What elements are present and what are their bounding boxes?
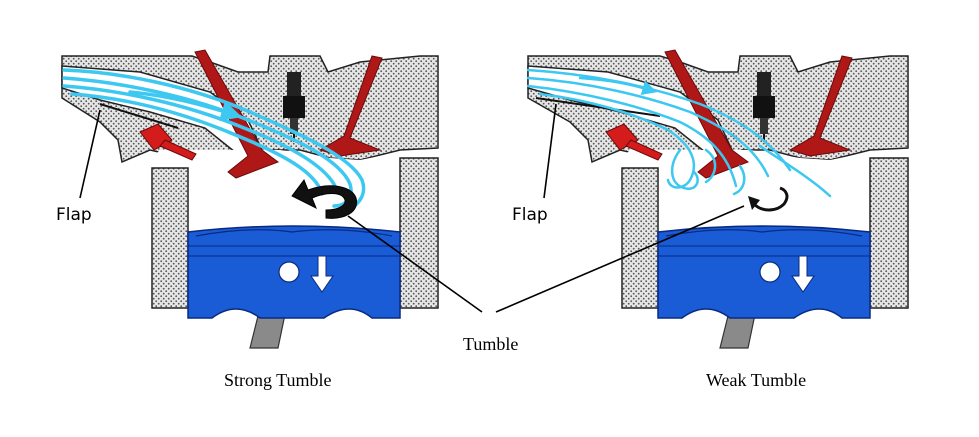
flap-right-leader: [543, 103, 557, 199]
down-arrow-icon: [310, 255, 334, 293]
tumble-leader-left: [347, 215, 483, 313]
caption-weak-tumble: Weak Tumble: [706, 370, 806, 390]
caption-strong-tumble: Strong Tumble: [224, 370, 332, 390]
spark-plug: [753, 72, 775, 142]
injector: [605, 123, 663, 161]
flap-label-right: Flap: [512, 205, 548, 225]
tumble-leader-right: [495, 205, 745, 313]
cylinder-wall-right: [399, 157, 439, 309]
piston-crown: [195, 229, 393, 237]
down-arrow-icon: [791, 255, 815, 293]
combustion-chamber: [620, 150, 870, 230]
strong-airflow: [62, 68, 366, 212]
cylinder-wall-right: [869, 157, 909, 309]
weak-airflow: [526, 68, 832, 198]
weak-tumble-arrowhead-icon: [748, 196, 760, 210]
piston-crown: [665, 229, 863, 237]
weak-tumble-engine: [526, 49, 909, 349]
piston-pin: [759, 261, 781, 283]
exhaust-valve: [318, 55, 383, 157]
intake-flap: [535, 97, 661, 117]
intake-flap: [99, 103, 179, 129]
cylinder-wall-left: [621, 167, 659, 309]
weak-tumble-arrow-icon: [752, 186, 789, 212]
strong-tumble-arrow-icon: [291, 178, 358, 219]
exhaust-valve: [788, 55, 853, 157]
tumble-label: Tumble: [463, 334, 518, 354]
cylinder-wall-left: [151, 167, 189, 309]
leader-lines: [79, 103, 745, 313]
piston-pin: [278, 261, 300, 283]
injector: [139, 123, 197, 161]
flap-left-leader: [79, 109, 101, 199]
flap-label-left: Flap: [56, 205, 92, 225]
strong-tumble-engine: [61, 49, 439, 349]
spark-plug: [283, 72, 305, 142]
